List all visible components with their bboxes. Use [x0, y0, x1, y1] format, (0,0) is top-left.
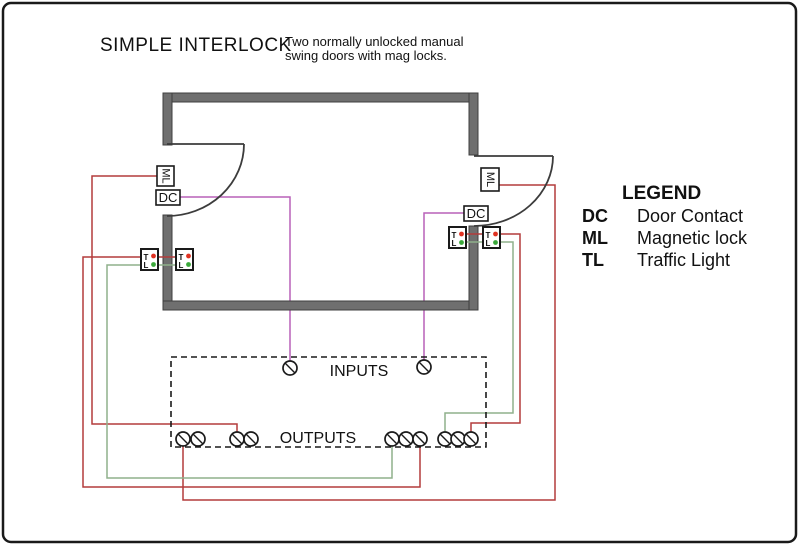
wire-right-ml-red [182, 184, 556, 501]
right-door-devices: ML DC T L T L [448, 167, 501, 249]
wall-left-upper [162, 92, 173, 146]
tl-letter-bottom: L [179, 261, 184, 270]
tl-green-lamp [186, 262, 191, 267]
wire-left-ml-red [91, 175, 238, 432]
left-inner-traffic-light: T L [175, 248, 194, 271]
tl-letter-bottom: L [486, 239, 491, 248]
right-door-swing-arc [473, 155, 554, 227]
output-terminal-screw [437, 431, 453, 447]
tl-green-lamp [459, 240, 464, 245]
wire-left-dc-magenta [180, 196, 291, 361]
doors [166, 143, 554, 227]
wire-right-tl-green [444, 241, 514, 432]
tl-red-lamp [151, 253, 156, 259]
output-terminal-screw [398, 431, 414, 447]
wire-right-tl-red [470, 233, 521, 432]
wire-right-dc-magenta [423, 212, 464, 360]
left-ml-label: ML [160, 168, 172, 183]
legend-title: LEGEND [622, 183, 701, 204]
room-walls [162, 92, 479, 311]
wire-left-tl-red [82, 256, 421, 488]
wiring [82, 175, 556, 501]
legend-abbr-ml: ML [582, 228, 608, 248]
tl-letter-bottom: L [452, 239, 457, 248]
tl-letter-top: T [144, 253, 149, 262]
output-terminal-screw [175, 431, 191, 447]
legend-label-tl: Traffic Light [637, 250, 730, 270]
tl-red-lamp [493, 231, 498, 237]
tl-red-lamp [186, 253, 191, 259]
through-wall-links [158, 233, 483, 266]
left-door-devices: ML DC T L T L [140, 165, 194, 271]
input-terminal-screw [416, 359, 432, 375]
tl-green-lamp [151, 262, 156, 267]
output-terminal-screw [229, 431, 245, 447]
output-terminal-screw [450, 431, 466, 447]
right-dc-label: DC [467, 206, 486, 221]
tl-letter-top: T [179, 253, 184, 262]
left-dc-label: DC [159, 190, 178, 205]
legend: LEGEND DC Door Contact ML Magnetic lock … [582, 183, 748, 270]
tl-letter-top: T [452, 231, 457, 240]
right-ml-label: ML [484, 172, 496, 187]
right-outer-traffic-light: T L [482, 226, 501, 249]
wall-left-lower [162, 214, 173, 311]
wall-top [162, 92, 479, 103]
left-outer-traffic-light: T L [140, 248, 159, 271]
output-terminal-screw [412, 431, 428, 447]
output-terminal-screw [384, 431, 400, 447]
right-ml-box [480, 167, 500, 192]
legend-abbr-tl: TL [582, 250, 604, 270]
tl-letter-top: T [486, 231, 491, 240]
legend-abbr-dc: DC [582, 206, 608, 226]
left-door-swing-arc [166, 143, 245, 217]
output-terminal-screw [243, 431, 259, 447]
outputs-label: OUTPUTS [280, 430, 356, 447]
controller-box: INPUTS OUTPUTS [170, 356, 487, 448]
left-ml-box [156, 165, 175, 187]
wall-bottom [162, 300, 479, 311]
tl-letter-bottom: L [144, 261, 149, 270]
page-subtitle-line2: swing doors with mag locks. [285, 48, 447, 63]
right-inner-traffic-light: T L [448, 226, 467, 249]
legend-label-ml: Magnetic lock [637, 228, 748, 248]
inputs-label: INPUTS [330, 363, 389, 380]
right-dc-box [463, 205, 489, 222]
left-dc-box [155, 189, 181, 206]
legend-label-dc: Door Contact [637, 206, 743, 226]
wire-left-tl-green [106, 264, 393, 479]
page-title: SIMPLE INTERLOCK [100, 35, 292, 56]
tl-green-lamp [493, 240, 498, 245]
output-terminal-screw [190, 431, 206, 447]
controller-outline [170, 356, 487, 448]
output-terminal-screw [463, 431, 479, 447]
input-terminal-screw [282, 360, 298, 376]
wall-right-lower [468, 225, 479, 311]
tl-red-lamp [459, 231, 464, 237]
page-subtitle-line1: Two normally unlocked manual [285, 34, 464, 49]
wall-right-upper [468, 92, 479, 156]
